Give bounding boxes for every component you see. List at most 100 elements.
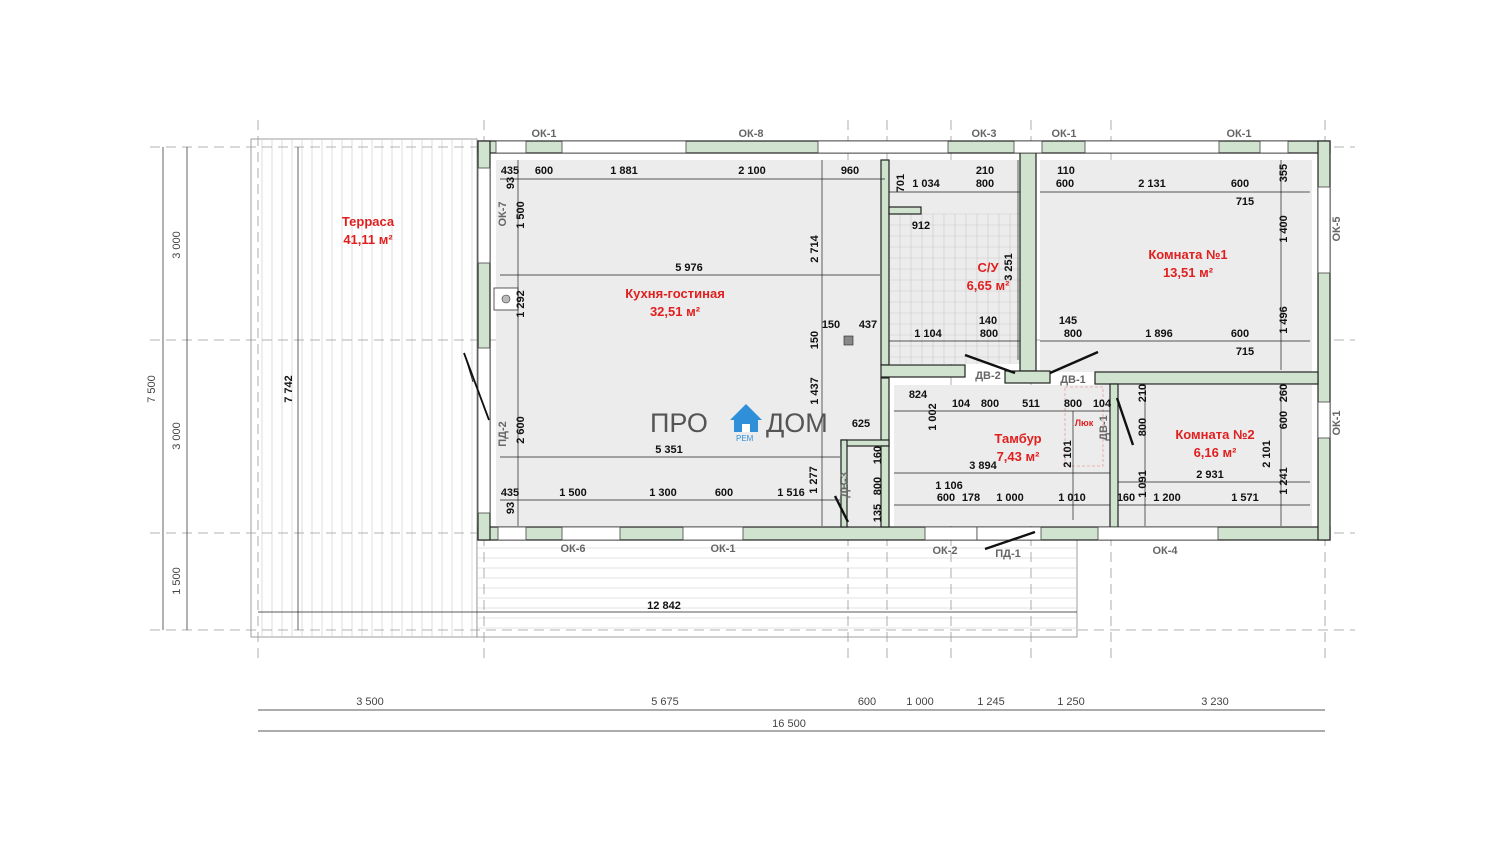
- dimension-label: 1 034: [912, 178, 940, 190]
- opening-label: ОК-6: [560, 543, 585, 555]
- dimension-label: 2 101: [1261, 440, 1273, 468]
- dimension-label: 12 842: [647, 600, 681, 612]
- dimension-label: 5 351: [655, 444, 683, 456]
- dimension-label: 1 002: [927, 403, 939, 431]
- axis-dimension-label: 1 250: [1057, 696, 1085, 708]
- dimension-label: 160: [872, 446, 884, 464]
- walls: [477, 140, 1331, 541]
- dimension-label: 715: [1236, 196, 1254, 208]
- dimension-label: 110: [1057, 165, 1075, 177]
- axis-dimension-label: 7 500: [146, 375, 158, 403]
- dimension-label: 800: [1137, 418, 1149, 436]
- dimension-label: 178: [962, 492, 980, 504]
- dimension-label: 160: [1117, 492, 1135, 504]
- dimension-label: 1 516: [777, 487, 805, 499]
- dimension-label: 145: [1059, 315, 1077, 327]
- room-area-vestibule: 7,43 м²: [997, 449, 1041, 464]
- dimension-label: 600: [1231, 328, 1249, 340]
- dimension-label: 800: [976, 178, 994, 190]
- room-area-terrace: 41,11 м²: [343, 232, 393, 247]
- dimension-label: 1 881: [610, 165, 638, 177]
- opening-label: ОК-1: [1226, 128, 1251, 140]
- dimension-label: 93: [505, 502, 517, 514]
- dimension-label: 800: [980, 328, 998, 340]
- dimension-label: 104: [952, 398, 971, 410]
- prodom-logo: ПРО РЕМ ДОМ: [650, 404, 828, 443]
- dimension-label: 600: [535, 165, 553, 177]
- dimension-label: 600: [1278, 411, 1290, 429]
- dimension-label: 93: [505, 177, 517, 189]
- dimension-label: 600: [1056, 178, 1074, 190]
- dimension-lines: [162, 147, 1325, 732]
- opening-label: ПД-1: [995, 548, 1021, 560]
- opening-labels-vertical: ОК-7ПД-2ДВ-3ДВ-1ОК-5ОК-1: [497, 201, 1343, 497]
- opening-label: ДВ-1: [1098, 415, 1110, 441]
- interior-floors: [496, 160, 1312, 526]
- dimension-label: 1 300: [649, 487, 677, 499]
- dimension-label: 1 104: [914, 328, 942, 340]
- dimension-label: 600: [715, 487, 733, 499]
- dimension-label: 2 714: [809, 234, 821, 262]
- dimension-label: 1 200: [1153, 492, 1181, 504]
- room-name-bath: С/У: [977, 260, 999, 275]
- room-area-room1: 13,51 м²: [1163, 265, 1214, 280]
- dimension-label: 2 100: [738, 165, 766, 177]
- opening-label: ОК-7: [497, 201, 509, 226]
- dimension-label: 355: [1278, 164, 1290, 182]
- opening-label: ОК-3: [971, 128, 996, 140]
- opening-label: ОК-4: [1152, 545, 1178, 557]
- dimension-label: 1 106: [935, 480, 963, 492]
- hatch-label: Люк: [1075, 418, 1094, 428]
- dimension-label: 140: [979, 315, 997, 327]
- opening-label: ОК-2: [932, 545, 957, 557]
- opening-label: ДВ-3: [839, 472, 851, 498]
- dimension-label: 7 742: [283, 375, 295, 403]
- dimension-label: 701: [895, 174, 907, 192]
- dimension-label: 135: [872, 504, 884, 522]
- dimension-label: 511: [1022, 398, 1040, 410]
- dimension-label: 1 437: [809, 377, 821, 405]
- opening-label: ДВ-1: [1060, 374, 1086, 386]
- opening-label: ПД-2: [497, 421, 509, 447]
- dimension-label: 150: [809, 331, 821, 349]
- terrace-deck: [250, 138, 1078, 638]
- dimension-label: 1 500: [559, 487, 587, 499]
- dimension-label: 104: [1093, 398, 1112, 410]
- opening-label: ОК-1: [531, 128, 556, 140]
- dimension-label: 715: [1236, 346, 1254, 358]
- axis-dimension-label: 3 230: [1201, 696, 1229, 708]
- dimension-label: 800: [872, 477, 884, 495]
- dimension-label: 2 131: [1138, 178, 1166, 190]
- room-area-room2: 6,16 м²: [1194, 445, 1238, 460]
- dimension-label: 800: [981, 398, 999, 410]
- dimension-label: 800: [1064, 328, 1082, 340]
- dimension-label: 3 894: [969, 460, 997, 472]
- dimension-label: 600: [1231, 178, 1249, 190]
- opening-label: ДВ-2: [975, 370, 1001, 382]
- dimension-label: 260: [1278, 384, 1290, 402]
- room-area-kitchen: 32,51 м²: [650, 304, 701, 319]
- room-name-terrace: Терраса: [342, 214, 395, 229]
- room-area-bath: 6,65 м²: [967, 278, 1011, 293]
- dimension-label: 1 500: [515, 201, 527, 229]
- dimension-label: 435: [501, 165, 519, 177]
- dimension-label: 1 896: [1145, 328, 1173, 340]
- dimension-label: 1 292: [515, 290, 527, 318]
- dimension-label: 1 000: [996, 492, 1024, 504]
- dimension-label: 1 496: [1278, 306, 1290, 334]
- dimension-label: 800: [1064, 398, 1082, 410]
- dimension-label: 5 976: [675, 262, 703, 274]
- dimension-label: 1 277: [808, 466, 820, 494]
- dimension-label: 150: [822, 319, 840, 331]
- axis-dimension-label: 5 675: [651, 696, 679, 708]
- dimension-label: 1 010: [1058, 492, 1086, 504]
- logo-subtext: РЕМ: [736, 434, 754, 443]
- opening-label: ОК-5: [1331, 216, 1343, 241]
- dimension-label: 2 931: [1196, 469, 1224, 481]
